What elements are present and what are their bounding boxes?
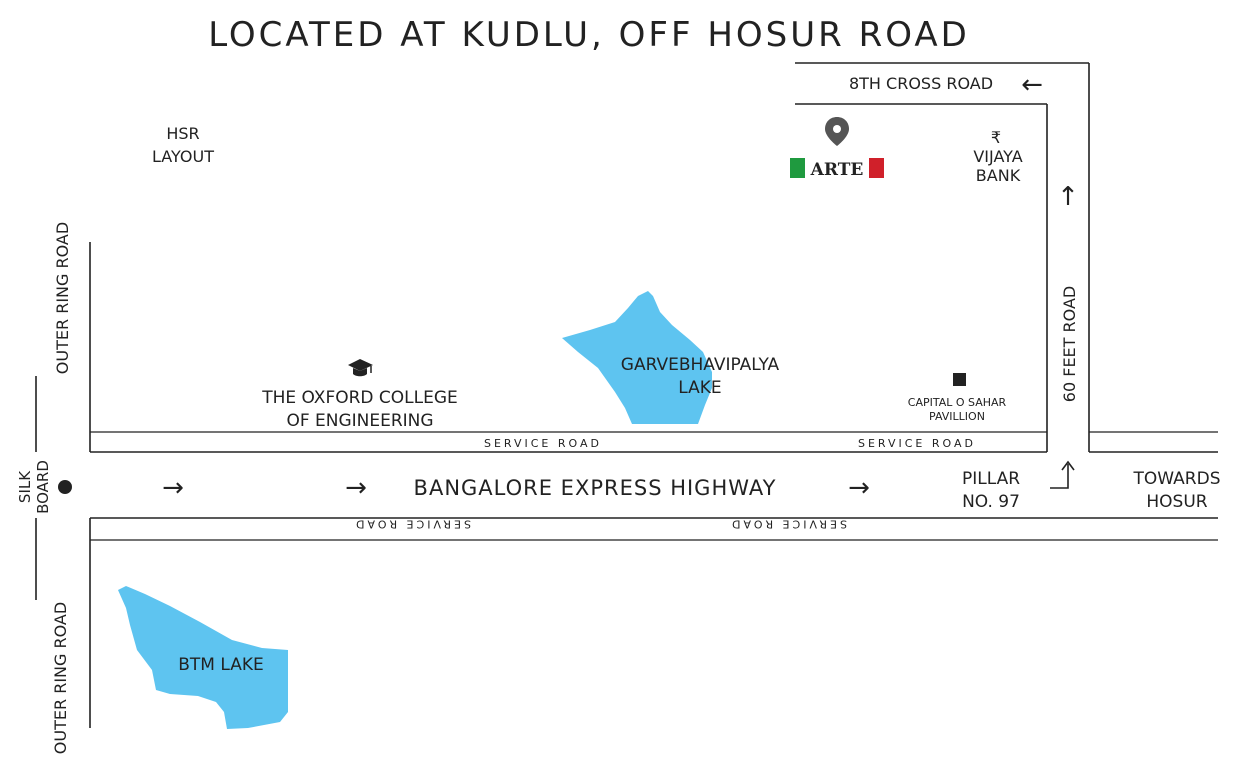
outer-ring-road-top-label: OUTER RING ROAD [53,222,72,374]
silk-board-label-line1: SILK [16,470,34,503]
highway-arrow-2: → [345,473,367,503]
silk-board-label-line2: BOARD [34,460,52,514]
capital-label-line1: CAPITAL O SAHAR [908,396,1007,409]
service-road-bottom-right-label: SERVICE ROAD [729,518,847,531]
pillar-label-line1: PILLAR [962,469,1020,489]
oxford-label-line1: THE OXFORD COLLEGE [261,388,458,408]
dot-marker-icon [58,480,72,494]
flag-green-stripe [790,158,805,178]
highway-arrow-3: → [848,473,870,503]
eighth-cross-label: 8TH CROSS ROAD [849,74,993,93]
garve-label-line2: LAKE [678,378,721,398]
highway-arrow-1: → [162,473,184,503]
pillar-label-line2: NO. 97 [962,492,1020,512]
outer-ring-road-bottom-label: OUTER RING ROAD [51,602,70,754]
vijaya-label-line1: VIJAYA [973,147,1022,166]
oxford-label-line2: OF ENGINEERING [286,411,433,431]
capital-label-line2: PAVILLION [929,410,985,423]
turn-arrow [1050,464,1069,489]
vijaya-label-line2: BANK [976,166,1021,185]
towards-label-line1: TOWARDS [1133,469,1221,489]
arte-brand-label: ARTE [810,160,864,180]
garvebhavipalya-lake [562,291,712,424]
eighth-cross-arrow: ← [1021,70,1043,100]
flag-red-stripe [869,158,884,178]
btm-lake-label: BTM LAKE [178,655,264,675]
highway-label: BANGALORE EXPRESS HIGHWAY [414,476,777,500]
garve-label-line1: GARVEBHAVIPALYA [621,355,780,375]
turn-arrow-head [1061,460,1075,471]
service-road-bottom-left-label: SERVICE ROAD [353,518,471,531]
btm-lake [118,586,288,729]
square-marker-icon [953,373,966,386]
towards-label-line2: HOSUR [1146,492,1207,512]
hsr-label-line1: HSR [166,124,199,143]
service-road-top-left-label: SERVICE ROAD [484,437,602,450]
location-pin-icon [825,117,849,146]
map-title: LOCATED AT KUDLU, OFF HOSUR ROAD [208,15,970,55]
hsr-label-line2: LAYOUT [152,147,214,166]
vijaya-rupee-icon: ₹ [991,128,1001,147]
sixty-feet-road-label: 60 FEET ROAD [1060,286,1079,402]
sixty-feet-arrow: ↑ [1057,182,1079,212]
arte-logo: ARTE [790,158,884,180]
service-road-top-right-label: SERVICE ROAD [858,437,976,450]
graduation-cap-icon [348,359,373,377]
